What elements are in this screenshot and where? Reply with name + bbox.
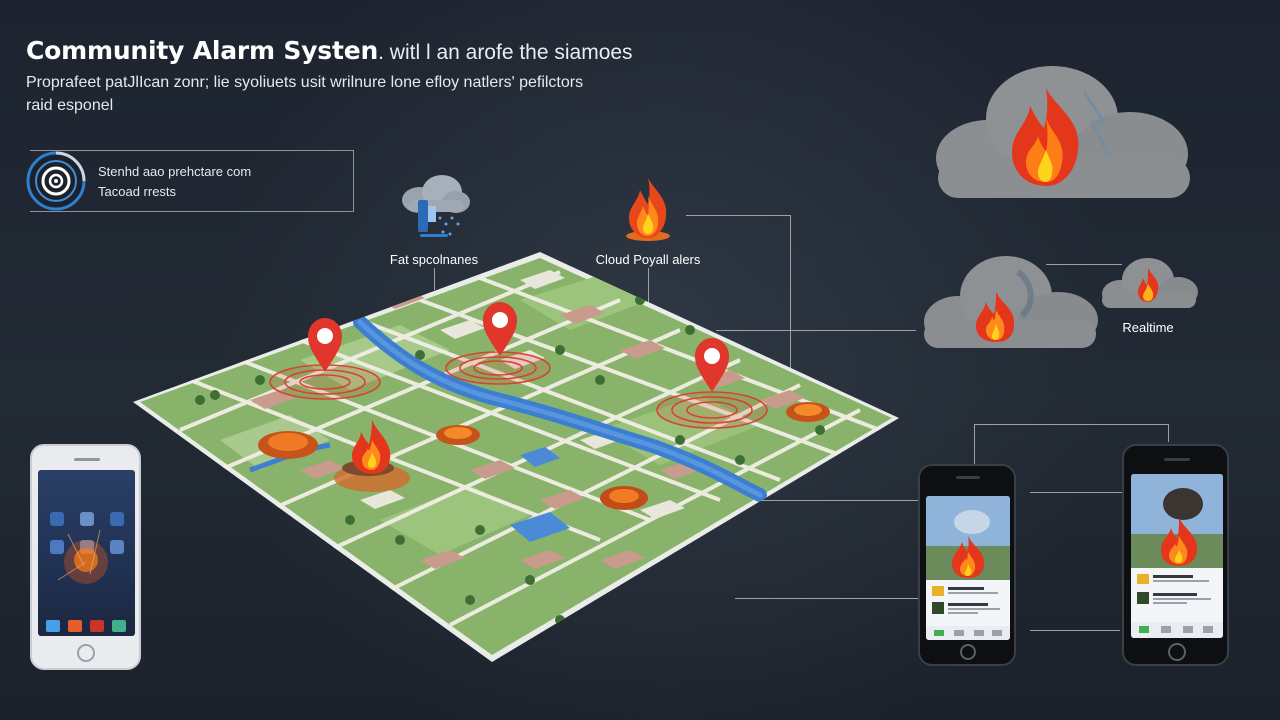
connector-line <box>1168 424 1169 442</box>
info-text: Stenhd aao prehctare com Tacoad rrests <box>98 162 251 202</box>
realtime-label: Realtime <box>1122 320 1174 335</box>
phone-speaker <box>956 476 980 479</box>
title-tail: . witl l an arofe the siamoes <box>378 41 633 64</box>
connector-line <box>974 424 1168 425</box>
info-line-1: Stenhd aao prehctare com <box>98 164 252 179</box>
home-button[interactable] <box>1168 643 1186 661</box>
fire-cloud-icon <box>1102 258 1198 308</box>
phone-screen <box>926 496 1010 640</box>
phone-screen <box>38 470 135 636</box>
app-icon-grid <box>50 512 124 554</box>
map-pin-icon <box>695 338 729 392</box>
connector-line <box>686 215 791 216</box>
connector-line <box>790 215 791 410</box>
phone-screen <box>1131 474 1223 638</box>
connector-line <box>1030 492 1122 493</box>
smartphone-middle <box>918 464 1016 666</box>
connector-line <box>735 598 920 599</box>
title-main: Community Alarm Systen <box>26 36 379 65</box>
radar-target-icon <box>26 151 86 211</box>
map-pin-icon <box>483 302 517 356</box>
info-line-2: Tacoad rrests <box>98 184 177 199</box>
app-home-screen <box>46 512 126 632</box>
map-pin-icon <box>308 318 342 372</box>
phone-speaker <box>74 458 100 461</box>
info-panel: Stenhd aao prehctare com Tacoad rrests <box>26 150 354 212</box>
rain-cloud-icon <box>402 175 470 237</box>
map-board <box>133 252 899 662</box>
page-subtitle: Proprafeet patJlIcan zonr; lie syoliuets… <box>26 71 666 117</box>
fire-icon <box>626 178 670 241</box>
connector-line <box>974 424 975 464</box>
alert-list <box>932 586 1000 614</box>
fire-icon <box>342 420 394 476</box>
fire-cloud-icon <box>936 66 1190 198</box>
connector-line <box>1046 264 1122 265</box>
home-button[interactable] <box>960 644 976 660</box>
fire-alert-app-screen <box>926 496 1010 640</box>
connector-line <box>716 330 916 331</box>
river <box>353 315 767 502</box>
page-title: Community Alarm Systen. witl l an arofe … <box>26 38 633 63</box>
fire-alert-app-screen <box>1131 474 1223 638</box>
alert-list <box>1137 574 1211 604</box>
cloud-alert-label: Cloud Poyall alers <box>595 252 701 267</box>
phone-speaker <box>1164 458 1190 461</box>
connector-line <box>648 268 649 312</box>
connector-line <box>434 268 435 290</box>
fire-cloud-icon <box>924 256 1098 348</box>
sensor-label: Fat spcolnanes <box>389 252 479 267</box>
subtitle-line-2: raid esponel <box>26 97 114 114</box>
connector-line <box>760 500 918 501</box>
smartphone-right <box>1122 444 1229 666</box>
smartphone-left <box>30 444 141 670</box>
subtitle-line-1: Proprafeet patJlIcan zonr; lie syoliuets… <box>26 74 584 91</box>
connector-line <box>1030 630 1120 631</box>
dock-icons <box>46 620 126 632</box>
map-surface <box>140 258 892 655</box>
home-button[interactable] <box>77 644 95 662</box>
